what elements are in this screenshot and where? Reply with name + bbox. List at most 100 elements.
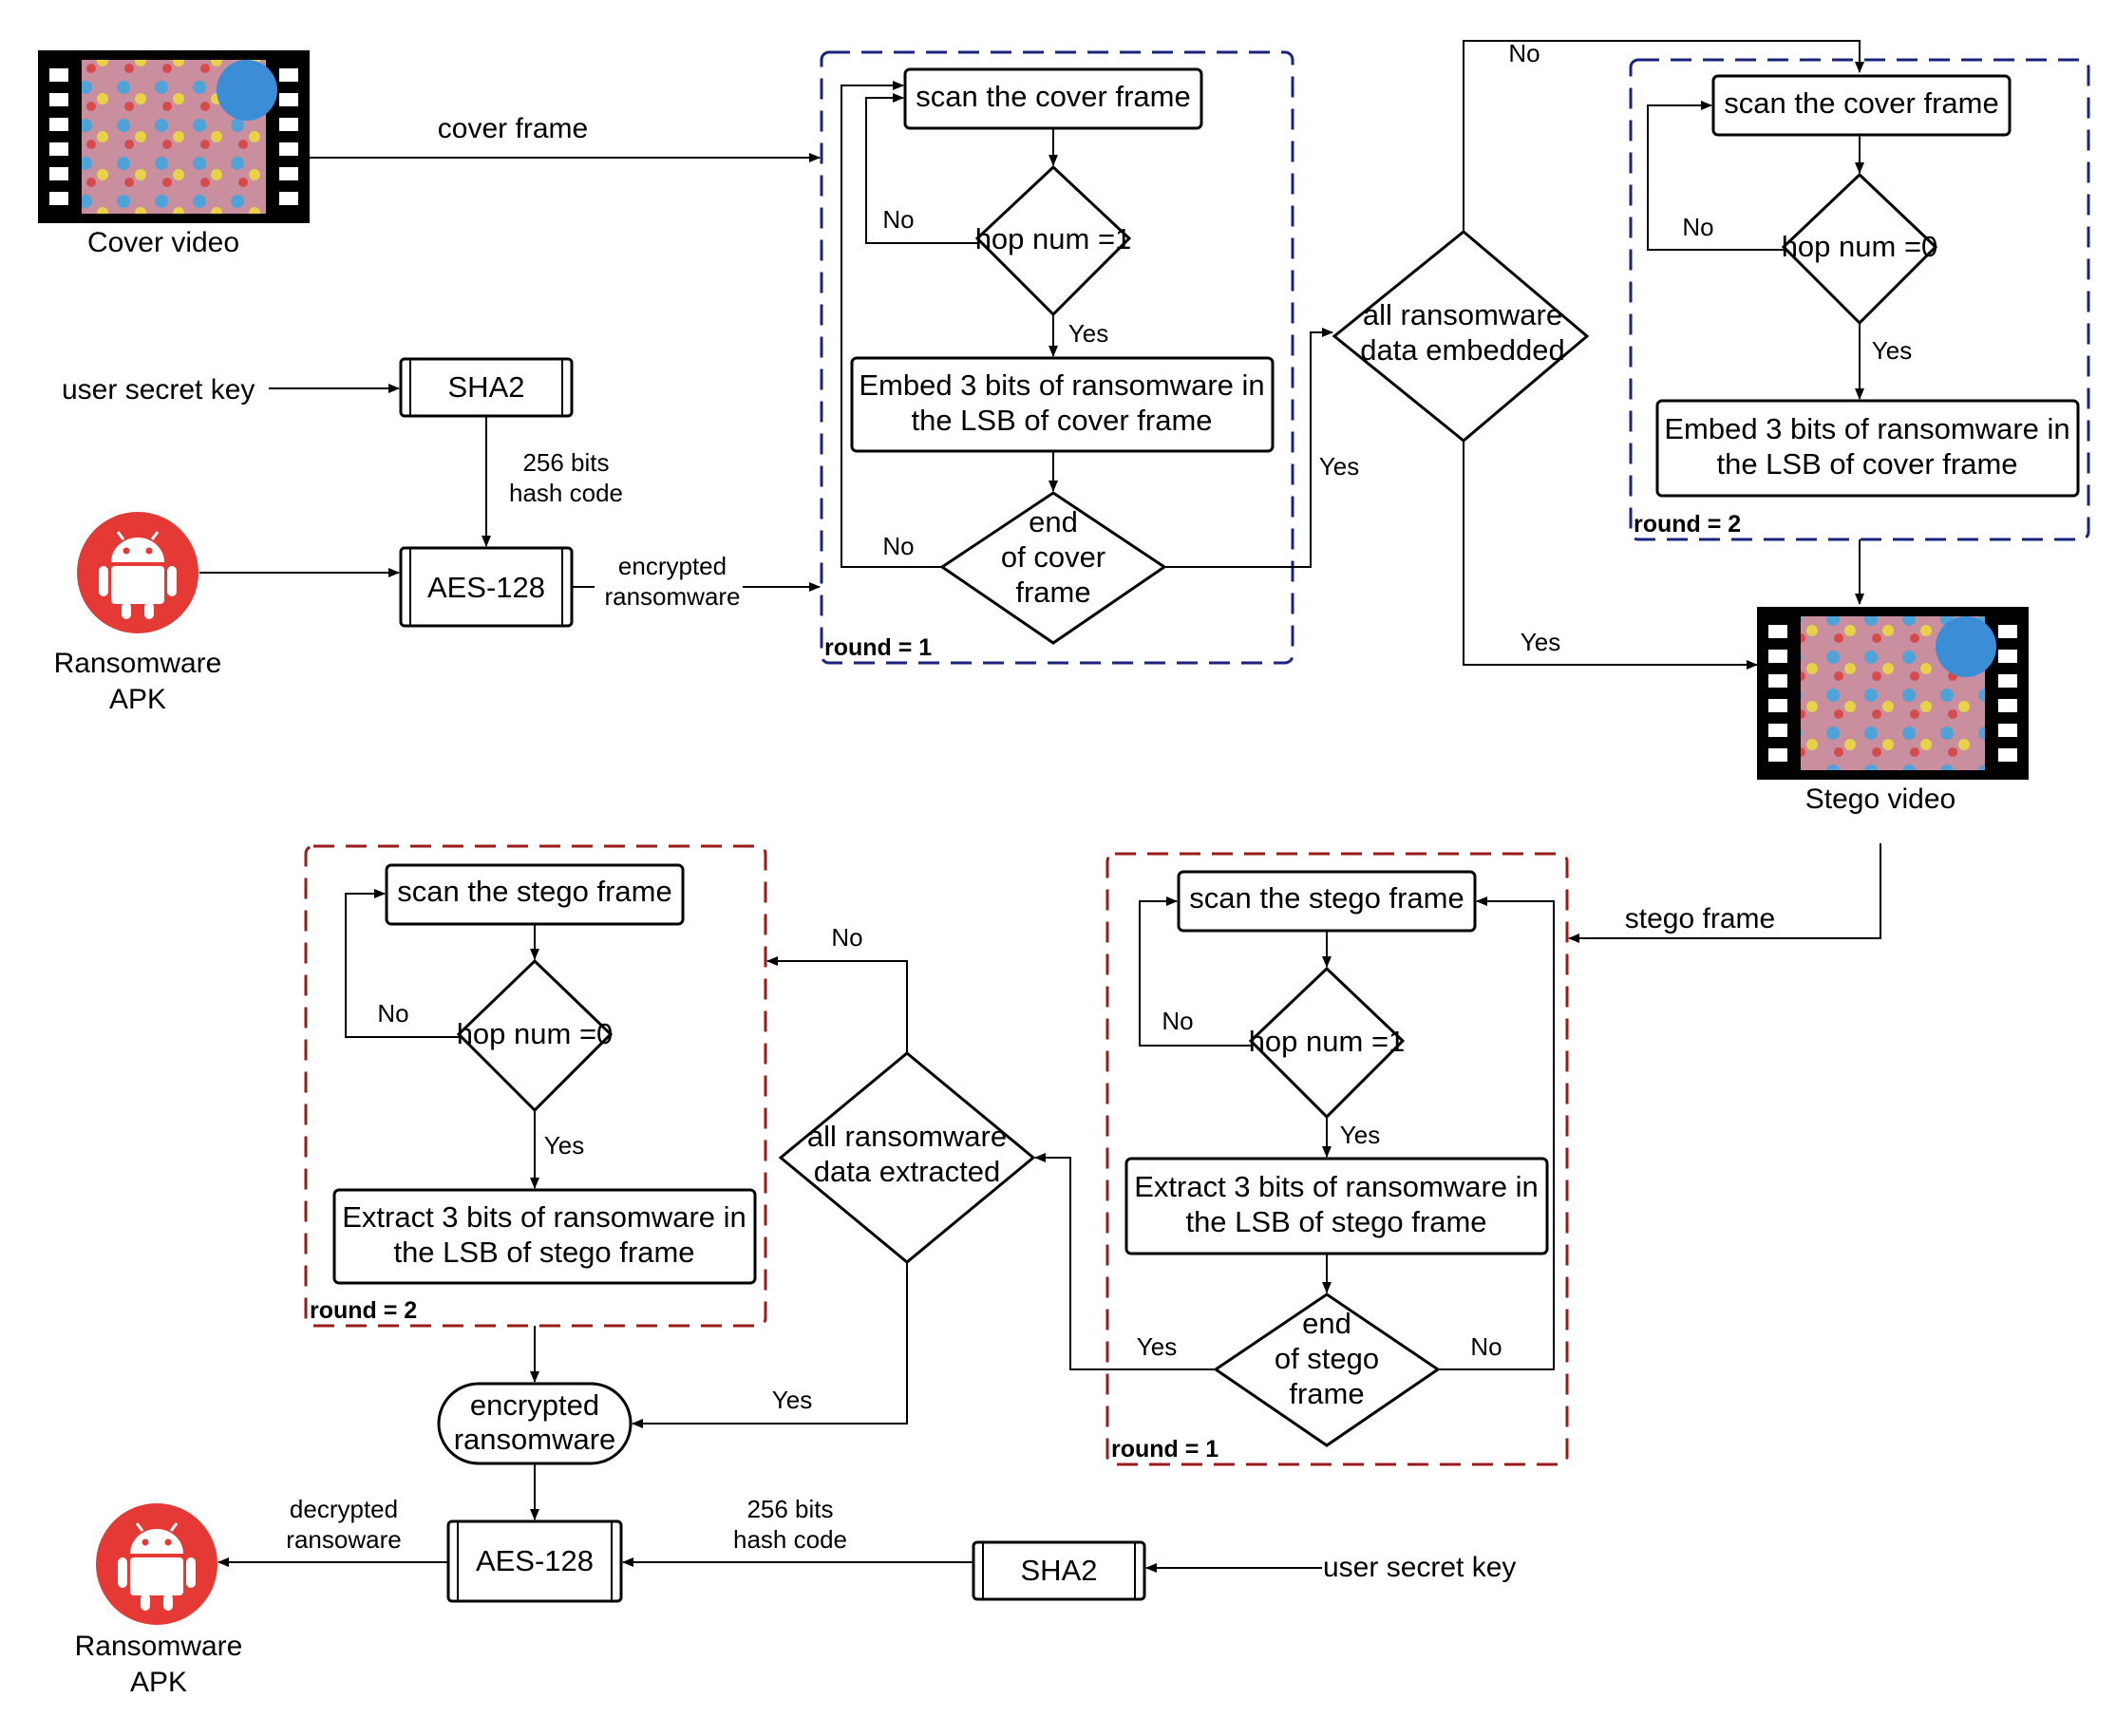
encode-round1-group — [820, 50, 1294, 665]
embed-decision-yes — [1463, 441, 1758, 670]
e2-embed-label-2: the LSB of cover frame — [1716, 447, 2017, 481]
sha2-label-bottom: SHA2 — [1021, 1554, 1098, 1587]
extract-decision-label-2: data extracted — [814, 1155, 1000, 1188]
e1-end-no: No — [882, 532, 914, 560]
e2-scan-label: scan the cover frame — [1724, 86, 1998, 120]
extract-decision-no — [766, 956, 908, 1053]
d1-end-diamond — [1213, 1293, 1441, 1447]
d1-extract-box — [1124, 1157, 1549, 1255]
d2-scan-label: scan the stego frame — [397, 875, 672, 908]
encrypted-label-top-2: ransomware — [604, 582, 740, 611]
e1-scan-label: scan the cover frame — [916, 80, 1190, 113]
decrypted-label-2: ransoware — [286, 1525, 401, 1554]
hash-label-bottom-1: 256 bits — [746, 1495, 833, 1523]
embed-decision-label-1: all ransomware — [1363, 298, 1562, 331]
embed-decision-yes-label: Yes — [1521, 628, 1560, 656]
cover-video-label: Cover video — [87, 227, 239, 258]
e1-end-yes-to-decision — [1164, 328, 1333, 568]
d1-scan-label: scan the stego frame — [1189, 881, 1464, 915]
stego-video-film-icon — [1757, 607, 2029, 780]
encode-round1-label: round = 1 — [824, 634, 932, 661]
d1-end-no: No — [1470, 1332, 1502, 1361]
extract-decision-label-1: all ransomware — [807, 1120, 1007, 1153]
user-secret-key-label-bottom: user secret key — [1323, 1552, 1516, 1583]
d2-hop-yes-label: Yes — [544, 1131, 584, 1160]
decrypted-label-1: decrypted — [290, 1495, 398, 1523]
d1-extract-label-1: Extract 3 bits of ransomware in — [1134, 1170, 1539, 1203]
e1-end-label-1: end — [1029, 505, 1078, 538]
e1-hop-yes-label: Yes — [1068, 319, 1108, 348]
aes-box-top — [399, 546, 574, 628]
cover-frame-label: cover frame — [438, 113, 588, 144]
aes-box-bottom — [446, 1519, 623, 1603]
ransomware-apk-bottom-1: Ransomware — [75, 1631, 243, 1662]
d2-extract-label-1: Extract 3 bits of ransomware in — [342, 1200, 746, 1234]
d1-hop-yes-label: Yes — [1340, 1121, 1380, 1149]
user-secret-key-label-top: user secret key — [62, 374, 255, 406]
d1-end-label-1: end — [1302, 1307, 1351, 1340]
extract-decision-no-label: No — [831, 923, 862, 952]
stego-frame-arrow — [1568, 843, 1881, 943]
d2-hop-no: No — [377, 999, 408, 1028]
android-icon-bottom — [96, 1503, 217, 1625]
e1-embed-label-1: Embed 3 bits of ransomware in — [859, 368, 1264, 402]
encode-round2-group — [1629, 58, 2090, 541]
stego-video-label: Stego video — [1805, 783, 1955, 815]
e1-end-no-loop — [841, 81, 942, 568]
sha2-box-bottom — [972, 1540, 1146, 1601]
stego-frame-label: stego frame — [1625, 903, 1775, 934]
d2-extract-label-2: the LSB of stego frame — [393, 1236, 694, 1269]
embed-decision-label-2: data embedded — [1360, 333, 1564, 367]
encrypted-label-bottom-2: ransomware — [454, 1423, 616, 1456]
e2-hop-no: No — [1682, 213, 1713, 241]
encrypted-label-bottom-1: encrypted — [470, 1388, 599, 1422]
decode-round2-label: round = 2 — [310, 1297, 417, 1324]
e1-end-label-3: frame — [1015, 576, 1090, 609]
hash-label-bottom-2: hash code — [733, 1525, 847, 1554]
sha2-box-top — [399, 357, 574, 418]
d2-extract-box — [332, 1188, 757, 1285]
d1-hop-label: hop num =1 — [1249, 1025, 1406, 1058]
e2-scan-box — [1711, 74, 2012, 137]
android-icon-top — [77, 512, 198, 633]
d2-hop-label: hop num =0 — [457, 1017, 614, 1050]
aes-label-bottom: AES-128 — [476, 1544, 594, 1577]
decode-round1-group — [1105, 852, 1569, 1466]
decode-round1-label: round = 1 — [1111, 1436, 1219, 1462]
encode-round2-label: round = 2 — [1634, 511, 1741, 538]
d2-hop-no-loop — [345, 889, 459, 1038]
d1-hop-no-loop — [1139, 896, 1251, 1047]
aes-label-top: AES-128 — [427, 571, 545, 604]
d1-extract-label-2: the LSB of stego frame — [1185, 1205, 1486, 1238]
e2-embed-box — [1655, 399, 2080, 498]
encrypted-label-top-1: encrypted — [618, 552, 727, 580]
e2-hop-yes-label: Yes — [1872, 336, 1912, 365]
e2-hop-no-loop — [1647, 101, 1784, 251]
e1-hop-label: hop num =1 — [975, 222, 1132, 255]
ransomware-apk-top-1: Ransomware — [54, 648, 222, 679]
e1-end-label-2: of cover — [1001, 540, 1105, 574]
cover-video-film-icon — [38, 50, 310, 223]
hash-label-top-2: hash code — [509, 479, 623, 507]
e1-embed-label-2: the LSB of cover frame — [911, 404, 1212, 437]
e1-end-yes: Yes — [1319, 452, 1359, 481]
d1-end-label-2: of stego — [1275, 1342, 1379, 1375]
d1-hop-no: No — [1162, 1007, 1193, 1035]
extract-decision-yes-label: Yes — [772, 1386, 812, 1414]
ransomware-apk-top-2: APK — [109, 684, 166, 715]
sha2-label-top: SHA2 — [448, 370, 525, 404]
e1-end-diamond — [939, 491, 1167, 645]
embed-decision-no-label: No — [1508, 39, 1540, 67]
d1-end-yes-to-decision — [1034, 1153, 1216, 1370]
d1-end-label-3: frame — [1289, 1377, 1364, 1410]
e1-hop-no-loop — [865, 93, 977, 244]
embed-decision-no — [1463, 40, 1864, 232]
e2-embed-label-1: Embed 3 bits of ransomware in — [1664, 412, 2069, 445]
d1-end-no-loop — [1438, 896, 1555, 1370]
e1-embed-box — [850, 356, 1275, 453]
e1-hop-no: No — [882, 205, 914, 234]
e2-hop-label: hop num =0 — [1782, 230, 1938, 263]
decode-round2-group — [304, 844, 767, 1328]
